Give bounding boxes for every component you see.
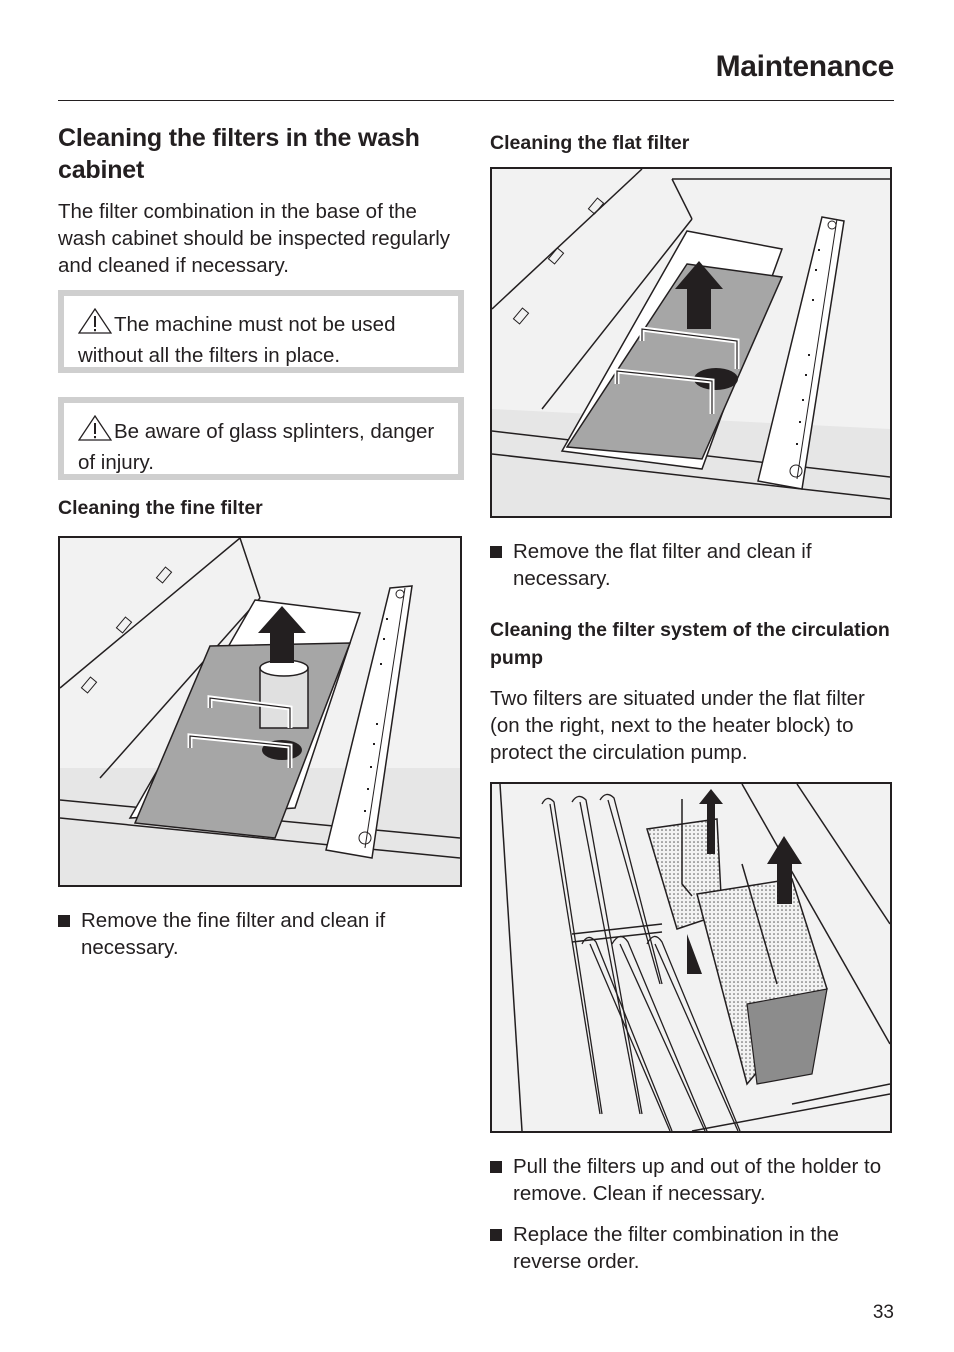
fine-filter-heading: Cleaning the fine filter [58, 497, 263, 519]
pump-filter-bullet-1: Pull the filters up and out of the holde… [490, 1153, 894, 1207]
header-rule [58, 100, 894, 101]
page-number: 33 [872, 1302, 894, 1323]
square-bullet-icon [490, 1161, 502, 1173]
bullet-text: Replace the filter combination in the re… [513, 1223, 839, 1273]
section-heading: Cleaning the filters in the wash cabinet [58, 124, 420, 184]
fine-filter-illustration [58, 536, 462, 887]
left-column: Cleaning the filters in the wash cabinet… [58, 122, 464, 961]
warning-box-glass: Be aware of glass splinters, danger of i… [58, 397, 464, 480]
pump-filter-intro: Two filters are situated under the flat … [490, 687, 865, 764]
bullet-text: Remove the flat filter and clean if nece… [513, 540, 812, 590]
bullet-text: Pull the filters up and out of the holde… [513, 1155, 882, 1205]
right-column: Cleaning the flat filter [490, 122, 894, 1275]
pump-filter-heading: Cleaning the filter system of the circul… [490, 619, 890, 669]
pump-filter-bullet-2: Replace the filter combination in the re… [490, 1221, 894, 1275]
pump-filter-illustration [490, 782, 892, 1133]
flat-filter-illustration [490, 167, 892, 518]
flat-filter-heading: Cleaning the flat filter [490, 132, 690, 154]
square-bullet-icon [490, 1229, 502, 1241]
warning-text: The machine must not be used without all… [78, 313, 396, 367]
fine-filter-bullet: Remove the fine filter and clean if nece… [58, 907, 464, 961]
square-bullet-icon [58, 915, 70, 927]
warning-triangle-icon [77, 307, 113, 342]
bullet-text: Remove the fine filter and clean if nece… [81, 909, 386, 959]
warning-box-filters: The machine must not be used without all… [58, 290, 464, 373]
flat-filter-bullet: Remove the flat filter and clean if nece… [490, 538, 894, 592]
intro-paragraph: The filter combination in the base of th… [58, 200, 451, 277]
header-title: Maintenance [715, 50, 895, 83]
square-bullet-icon [490, 546, 502, 558]
warning-text: Be aware of glass splinters, danger of i… [78, 420, 435, 474]
warning-triangle-icon [77, 414, 113, 449]
